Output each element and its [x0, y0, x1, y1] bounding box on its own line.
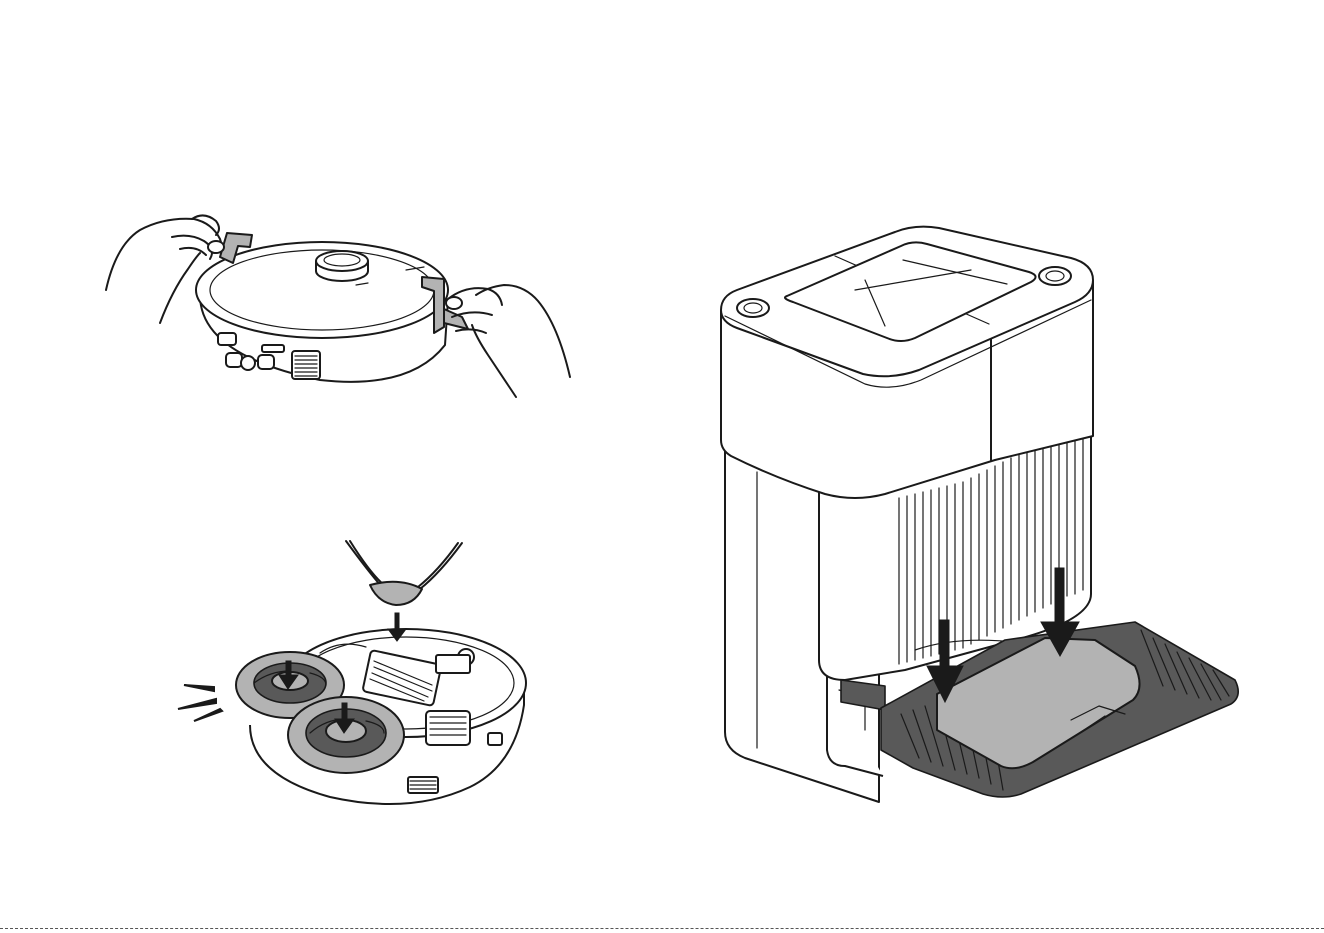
side-brush-icon [346, 541, 462, 605]
illustration-dock-ramp [715, 210, 1245, 810]
panel-attach-ramp-to-dock [715, 210, 1245, 810]
illustration-install-accessories [170, 535, 550, 820]
panel-remove-protective-strips [100, 205, 580, 400]
page-bottom-rule [0, 928, 1324, 929]
vent-grille [292, 351, 320, 379]
hand-icon [446, 285, 570, 397]
click-sound-icon [178, 685, 222, 721]
illustration-remove-strips [100, 205, 580, 400]
panel-install-side-brush-and-mop-pads [170, 535, 550, 820]
